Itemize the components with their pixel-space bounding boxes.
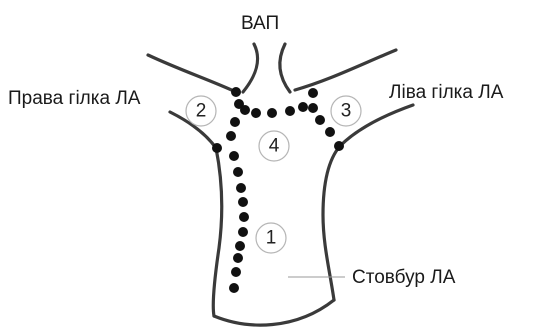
region-number: 4 xyxy=(269,136,280,157)
right-branch-lower-edge xyxy=(170,112,222,316)
path-dot xyxy=(233,167,243,177)
path-dot xyxy=(315,115,325,125)
path-dot xyxy=(251,108,261,118)
region-number: 2 xyxy=(196,101,207,122)
left-branch-label: Ліва гілка ЛА xyxy=(389,82,504,103)
path-dot xyxy=(231,267,241,277)
path-dot xyxy=(212,143,222,153)
path-dot xyxy=(235,241,245,251)
path-dot xyxy=(231,87,241,97)
path-dot xyxy=(240,105,250,115)
path-dot xyxy=(298,102,308,112)
path-dot xyxy=(238,197,248,207)
region-marker-3: 3 xyxy=(331,96,361,126)
top-vessel-label: ВАП xyxy=(241,13,279,34)
path-dot xyxy=(308,88,318,98)
region-number: 1 xyxy=(266,228,277,249)
region-marker-4: 4 xyxy=(259,131,289,161)
duct-left-wall xyxy=(243,44,258,92)
trunk-label: Стовбур ЛА xyxy=(352,267,456,288)
path-dot xyxy=(285,106,295,116)
right-branch-upper-edge xyxy=(148,55,236,92)
region-number: 3 xyxy=(341,101,352,122)
path-dot xyxy=(236,183,246,193)
path-dot xyxy=(230,117,240,127)
path-dot xyxy=(238,227,248,237)
duct-right-wall xyxy=(280,44,290,92)
left-branch-upper-edge xyxy=(295,50,396,90)
path-dot xyxy=(229,283,239,293)
trunk-bottom-edge xyxy=(214,300,334,325)
path-dot xyxy=(226,131,236,141)
path-dot xyxy=(308,103,318,113)
path-dot xyxy=(325,127,335,137)
path-dot xyxy=(229,151,239,161)
region-marker-2: 2 xyxy=(186,96,216,126)
path-dot xyxy=(267,108,277,118)
path-dot xyxy=(239,212,249,222)
right-branch-label: Права гілка ЛА xyxy=(8,88,141,109)
path-dot xyxy=(334,141,344,151)
region-marker-1: 1 xyxy=(256,223,286,253)
path-dot xyxy=(233,253,243,263)
